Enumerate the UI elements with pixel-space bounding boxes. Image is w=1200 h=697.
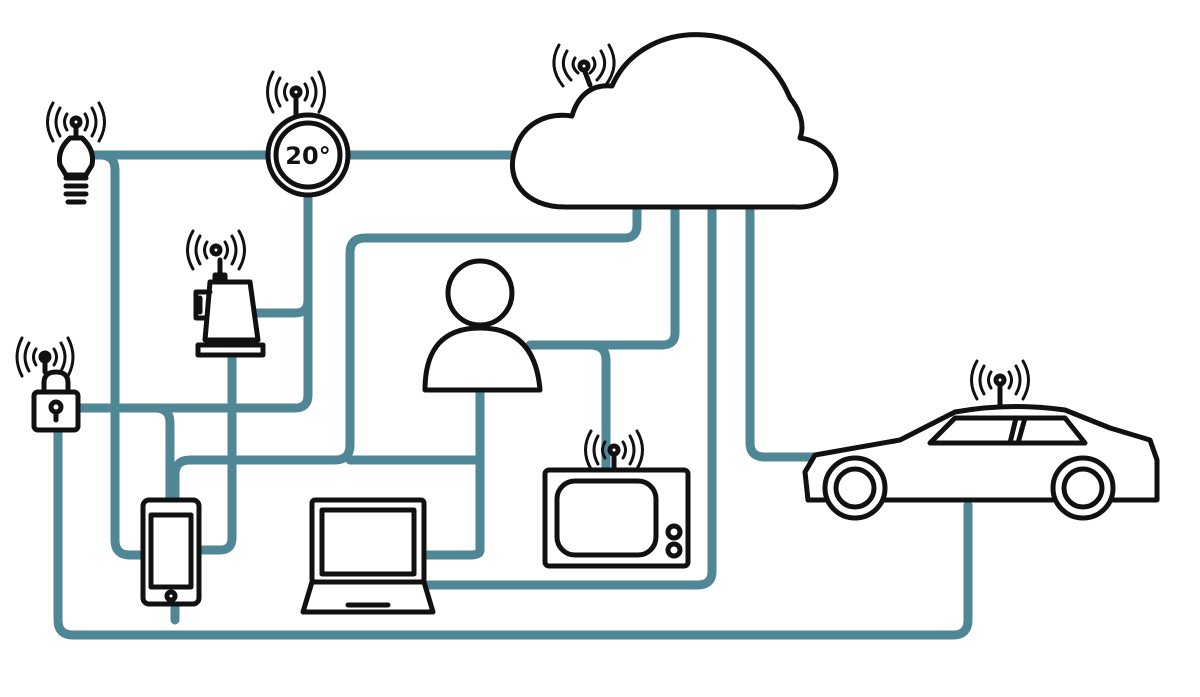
wire-cloud-laptop (420, 205, 717, 590)
light-bulb-icon (46, 101, 106, 205)
thermostat-signal-icon (266, 70, 326, 114)
wire-bulb-phone (77, 150, 150, 560)
wire-user-bus (420, 385, 485, 560)
wire-lock-ground (53, 425, 973, 640)
tv-icon (542, 429, 691, 569)
thermostat-icon: 20° (265, 70, 351, 198)
wire-cloud-hub (170, 205, 642, 625)
lock-signal-icon (15, 336, 75, 378)
kettle-signal-icon (186, 229, 246, 271)
wire-cloud-user (525, 205, 680, 350)
person-icon (422, 258, 543, 393)
kettle-icon (186, 229, 266, 358)
wire-lock-phone (70, 403, 175, 525)
wire-user-tv (585, 340, 611, 475)
car-icon (802, 359, 1160, 521)
laptop-icon (300, 497, 436, 615)
thermostat-temperature: 20° (285, 142, 330, 170)
wire-thermostat-kettle (250, 190, 313, 318)
padlock-icon (15, 336, 81, 433)
cloud-signal-icon (552, 43, 616, 88)
wire-thermostat-lock (70, 295, 313, 413)
connection-wires (53, 150, 973, 640)
tv-signal-icon (584, 429, 644, 471)
bulb-signal-icon (46, 101, 106, 143)
smartphone-icon (140, 497, 202, 607)
car-signal-icon (970, 359, 1030, 401)
cloud-icon (509, 32, 839, 210)
wire-kettle-phone (193, 350, 237, 555)
wire-cloud-car (745, 205, 820, 462)
